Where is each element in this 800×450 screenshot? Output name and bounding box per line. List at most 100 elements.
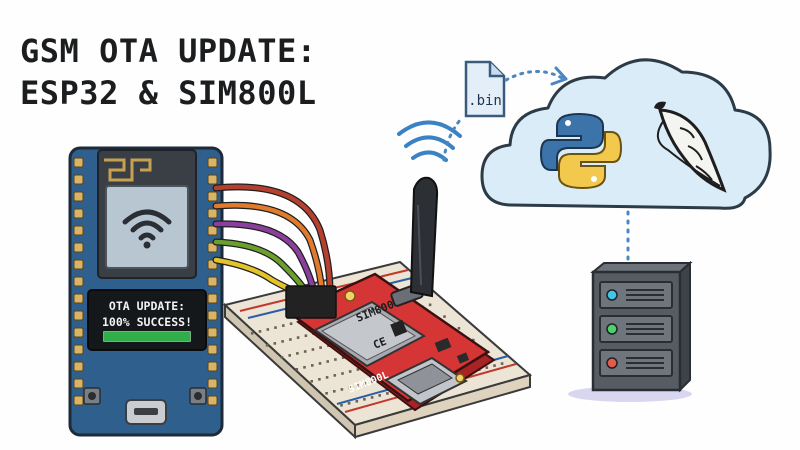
oled-text-line-1: OTA UPDATE: xyxy=(109,299,185,313)
header-pin xyxy=(73,191,84,202)
breadboard-hole xyxy=(378,394,381,397)
python-logo-icon xyxy=(539,112,623,190)
jumper-wires xyxy=(212,183,334,296)
breadboard-hole xyxy=(333,374,337,377)
breadboard-hole xyxy=(318,378,321,381)
breadboard-hole xyxy=(258,330,262,333)
jumper-wire xyxy=(213,203,325,295)
esp32-board: OTA UPDATE: 100% SUCCESS! xyxy=(68,146,224,437)
arrow-head-icon xyxy=(550,66,568,86)
breadboard-hole xyxy=(289,322,293,325)
title-line-1: GSM OTA UPDATE: xyxy=(20,32,317,70)
breadboard-hole xyxy=(250,332,254,335)
breadboard-hole xyxy=(296,352,299,355)
server-rack-icon xyxy=(568,260,693,402)
breadboard-hole xyxy=(340,388,344,391)
breadboard-hole xyxy=(319,346,322,349)
header-pin xyxy=(73,157,84,168)
jumper-wire xyxy=(213,184,333,295)
breadboard-hole xyxy=(485,366,489,369)
breadboard-hole xyxy=(371,380,374,383)
bin-file-label: .bin xyxy=(468,93,502,109)
header-pin xyxy=(73,327,84,338)
breadboard-hole xyxy=(289,338,292,341)
breadboard-hole xyxy=(340,404,343,407)
breadboard-hole xyxy=(493,364,496,367)
breadboard-hole xyxy=(347,402,351,405)
breadboard-hole xyxy=(266,328,270,331)
breadboard-hole xyxy=(386,392,389,395)
header-pin xyxy=(207,276,218,287)
breadboard-hole xyxy=(341,372,344,375)
breadboard-hole xyxy=(370,396,374,399)
wifi-icon xyxy=(122,209,172,249)
progress-bar-fill xyxy=(104,332,190,341)
jumper-wire xyxy=(213,221,317,295)
oled-display: OTA UPDATE: 100% SUCCESS! xyxy=(87,289,207,351)
title-line-2: ESP32 & SIM800L xyxy=(20,74,317,112)
breadboard-hole xyxy=(472,338,475,342)
dotted-link-file-to-cloud xyxy=(504,70,564,82)
breadboard-hole xyxy=(355,400,359,403)
server-units xyxy=(599,281,673,377)
esp32-header-pins xyxy=(73,157,218,406)
header-pin xyxy=(73,378,84,389)
signal-waves-icon xyxy=(397,120,462,162)
header-pin xyxy=(207,395,218,406)
server-status-light xyxy=(606,289,618,301)
header-pin xyxy=(73,361,84,372)
header-pin xyxy=(207,225,218,236)
chip-ce-mark: CE xyxy=(371,335,388,352)
header-pin xyxy=(207,378,218,389)
gsm-antenna xyxy=(390,176,439,307)
breadboard-hole xyxy=(288,354,291,357)
breadboard-hole xyxy=(348,370,352,373)
breadboard-hole xyxy=(303,350,307,353)
header-pin xyxy=(207,310,218,321)
header-pin xyxy=(73,242,84,253)
header-pin xyxy=(207,174,218,185)
cloud-icon xyxy=(480,58,772,210)
qr-code xyxy=(390,319,408,337)
header-pin xyxy=(73,174,84,185)
breadboard-hole xyxy=(341,356,345,359)
sim800l-board: SIM800L CE SIM800L xyxy=(285,272,496,412)
page-title: GSM OTA UPDATE: ESP32 & SIM800L xyxy=(20,30,316,114)
breadboard-hole xyxy=(281,340,284,343)
header-pin xyxy=(73,225,84,236)
header-pin xyxy=(73,208,84,219)
header-pin xyxy=(207,157,218,168)
breadboard-hole xyxy=(325,376,329,379)
server-status-light xyxy=(606,357,618,369)
breadboard-hole xyxy=(334,358,337,361)
breadboard-hole xyxy=(274,326,277,329)
breadboard-hole xyxy=(443,315,446,318)
breadboard-hole xyxy=(318,362,322,365)
breadboard-hole xyxy=(282,324,285,327)
breadboard-hole xyxy=(296,336,300,339)
breadboard-hole xyxy=(356,368,360,371)
header-pin xyxy=(207,208,218,219)
breadboard-hole xyxy=(325,392,328,395)
breadboard-hole xyxy=(363,398,366,401)
header-pin xyxy=(73,293,84,304)
flask-horn-icon xyxy=(654,101,727,193)
header-pin xyxy=(207,344,218,355)
oled-text-line-2: 100% SUCCESS! xyxy=(102,315,192,329)
breadboard-hole xyxy=(311,348,315,351)
breadboard-hole xyxy=(311,364,314,367)
breadboard-hole xyxy=(273,342,277,345)
breadboard-hole xyxy=(265,344,269,347)
header-pin xyxy=(73,259,84,270)
header-pin xyxy=(73,344,84,355)
breadboard-hole xyxy=(333,390,336,393)
breadboard-hole xyxy=(457,327,461,330)
breadboard-hole xyxy=(303,366,306,369)
header-pin xyxy=(73,310,84,321)
header-pin xyxy=(73,276,84,287)
dotted-link-antenna-to-file xyxy=(442,118,462,162)
header-pin xyxy=(73,395,84,406)
breadboard-hole xyxy=(280,356,284,359)
